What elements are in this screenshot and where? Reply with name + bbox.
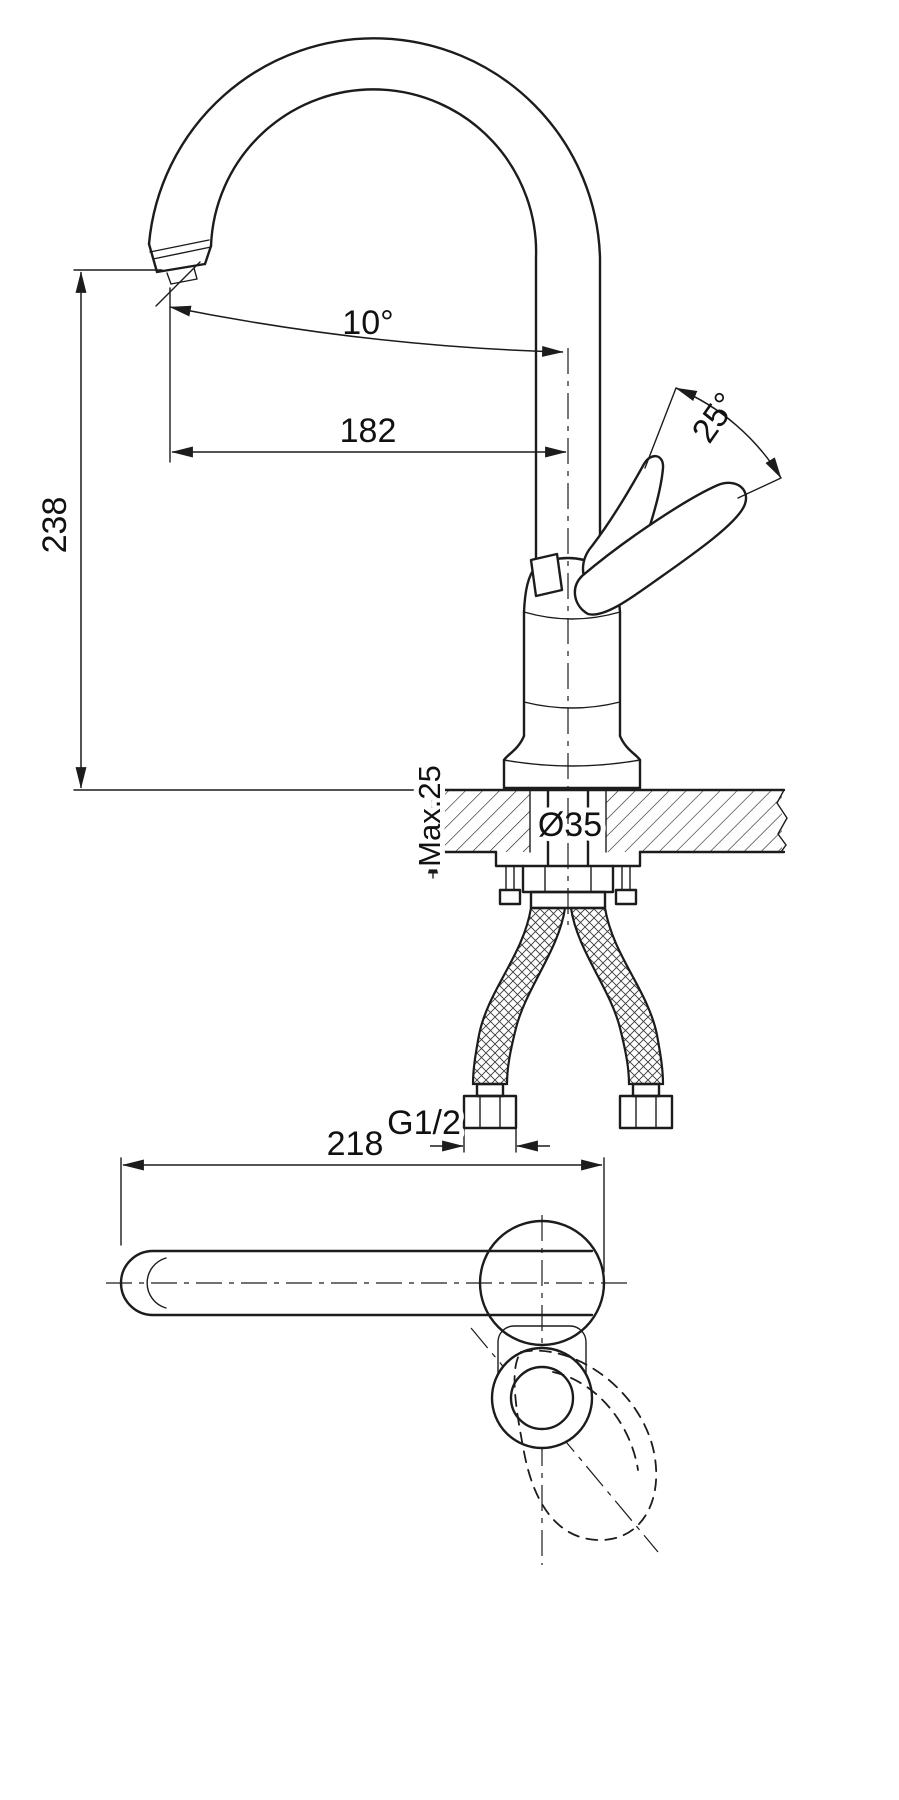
dim-label-238: 238 (36, 497, 74, 554)
dim-label-10deg: 10° (342, 304, 393, 342)
supply-hoses (462, 906, 674, 1130)
dimension-height-238: 238 (36, 269, 434, 791)
dimension-spout-angle-10: 10° (155, 261, 564, 357)
countertop-section (433, 790, 782, 852)
dim-label-max25: Max.25 (412, 765, 447, 867)
lever-handle (529, 455, 748, 616)
handle-lever-main (573, 481, 748, 616)
spout-gooseneck (147, 37, 602, 568)
dimension-mounting-hole: Ø35 (533, 801, 607, 849)
mounting-hardware (494, 788, 642, 910)
dimension-deck-thickness: Max.25 (407, 760, 452, 879)
dim-label-218: 218 (327, 1125, 384, 1163)
top-view: 218 (106, 1125, 659, 1565)
countertop-edges (431, 788, 788, 854)
handle-top-view (490, 1325, 658, 1541)
dim-label-g12: G1/2 (387, 1104, 461, 1142)
dim-label-182: 182 (340, 412, 397, 450)
handle-lever-hidden (513, 1349, 658, 1541)
hose-right (569, 906, 665, 1086)
handle-collar (529, 552, 564, 598)
dimension-length-218: 218 (120, 1125, 605, 1273)
spout-tip-ring (146, 1257, 167, 1309)
dimension-thread-g12: G1/2 (382, 1099, 550, 1153)
hose-left (471, 906, 567, 1086)
dim-label-d35: Ø35 (538, 806, 602, 844)
